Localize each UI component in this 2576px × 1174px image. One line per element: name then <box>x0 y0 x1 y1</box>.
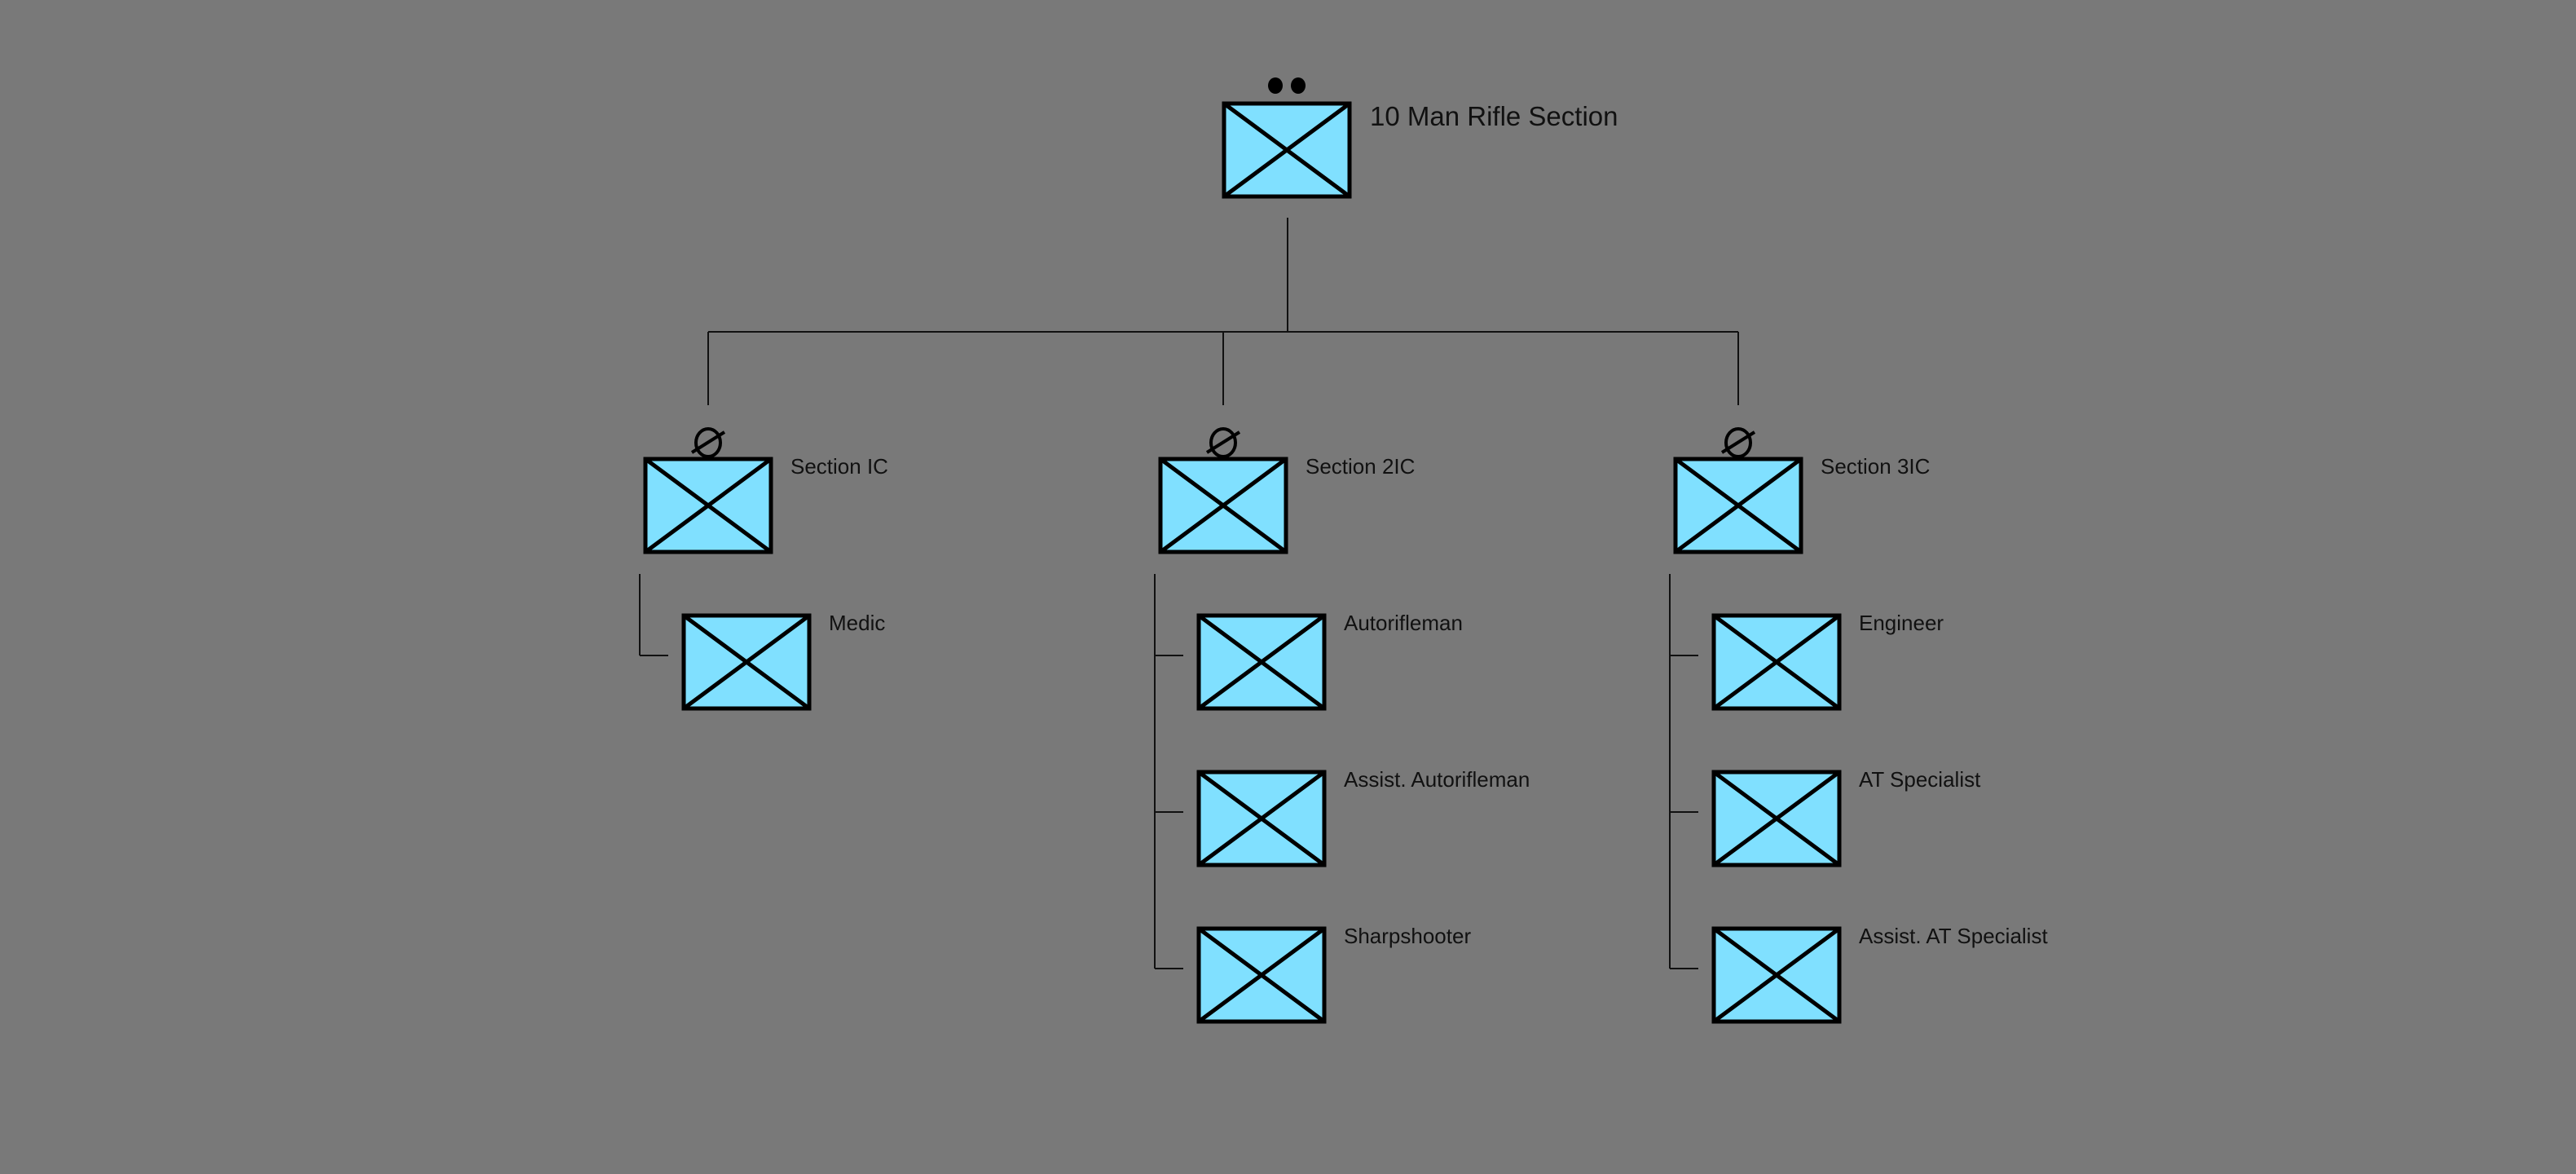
infantry-icon <box>1222 101 1352 199</box>
infantry-icon <box>1711 613 1842 711</box>
unit-label: Engineer <box>1859 611 1944 635</box>
cross-line <box>1674 457 1803 554</box>
cross-line <box>1712 613 1841 711</box>
unit-label: Sharpshooter <box>1344 924 1471 948</box>
team-leader-icon <box>690 427 726 458</box>
unit-label: Medic <box>829 611 885 635</box>
infantry-icon <box>1196 926 1327 1024</box>
cross-line <box>1197 926 1326 1024</box>
leader-unit-2[interactable]: Section 2IC <box>1158 427 1415 554</box>
connectors <box>639 218 1739 969</box>
infantry-icon <box>1196 613 1327 711</box>
infantry-icon <box>681 613 812 711</box>
cross-line <box>1712 770 1841 867</box>
member-unit[interactable]: Medic <box>681 611 885 711</box>
cross-line <box>682 613 811 711</box>
cross-line <box>1197 770 1326 867</box>
cross-line <box>1197 613 1326 711</box>
infantry-icon <box>1711 926 1842 1024</box>
member-unit[interactable]: Sharpshooter <box>1196 924 1471 1024</box>
member-unit[interactable]: Assist. AT Specialist <box>1711 924 2048 1024</box>
member-unit[interactable]: Assist. Autorifleman <box>1196 767 1530 867</box>
team-leader-icon <box>1720 427 1756 458</box>
unit-label: 10 Man Rifle Section <box>1370 101 1618 131</box>
cross-line <box>1712 926 1841 1024</box>
unit-label: Autorifleman <box>1344 611 1463 635</box>
two-dots-echelon-icon <box>1268 77 1306 94</box>
infantry-icon <box>1196 770 1327 867</box>
member-unit[interactable]: Autorifleman <box>1196 611 1463 711</box>
infantry-icon <box>1158 457 1288 554</box>
unit-label: Assist. Autorifleman <box>1344 767 1530 792</box>
cross-line <box>1159 457 1288 554</box>
infantry-icon <box>1711 770 1842 867</box>
cross-line <box>1222 101 1351 199</box>
unit-label: Section 2IC <box>1306 454 1415 479</box>
cross-line <box>644 457 773 554</box>
unit-label: Section IC <box>790 454 888 479</box>
root-unit[interactable]: 10 Man Rifle Section <box>1222 77 1618 199</box>
unit-label: Assist. AT Specialist <box>1859 924 2048 948</box>
unit-label: AT Specialist <box>1859 767 1981 792</box>
team-leader-icon <box>1205 427 1241 458</box>
unit-label: Section 3IC <box>1821 454 1930 479</box>
infantry-icon <box>1673 457 1803 554</box>
member-unit[interactable]: AT Specialist <box>1711 767 1981 867</box>
member-unit[interactable]: Engineer <box>1711 611 1944 711</box>
leader-unit-3[interactable]: Section 3IC <box>1673 427 1930 554</box>
infantry-icon <box>643 457 773 554</box>
leader-unit-1[interactable]: Section IC <box>643 427 888 554</box>
